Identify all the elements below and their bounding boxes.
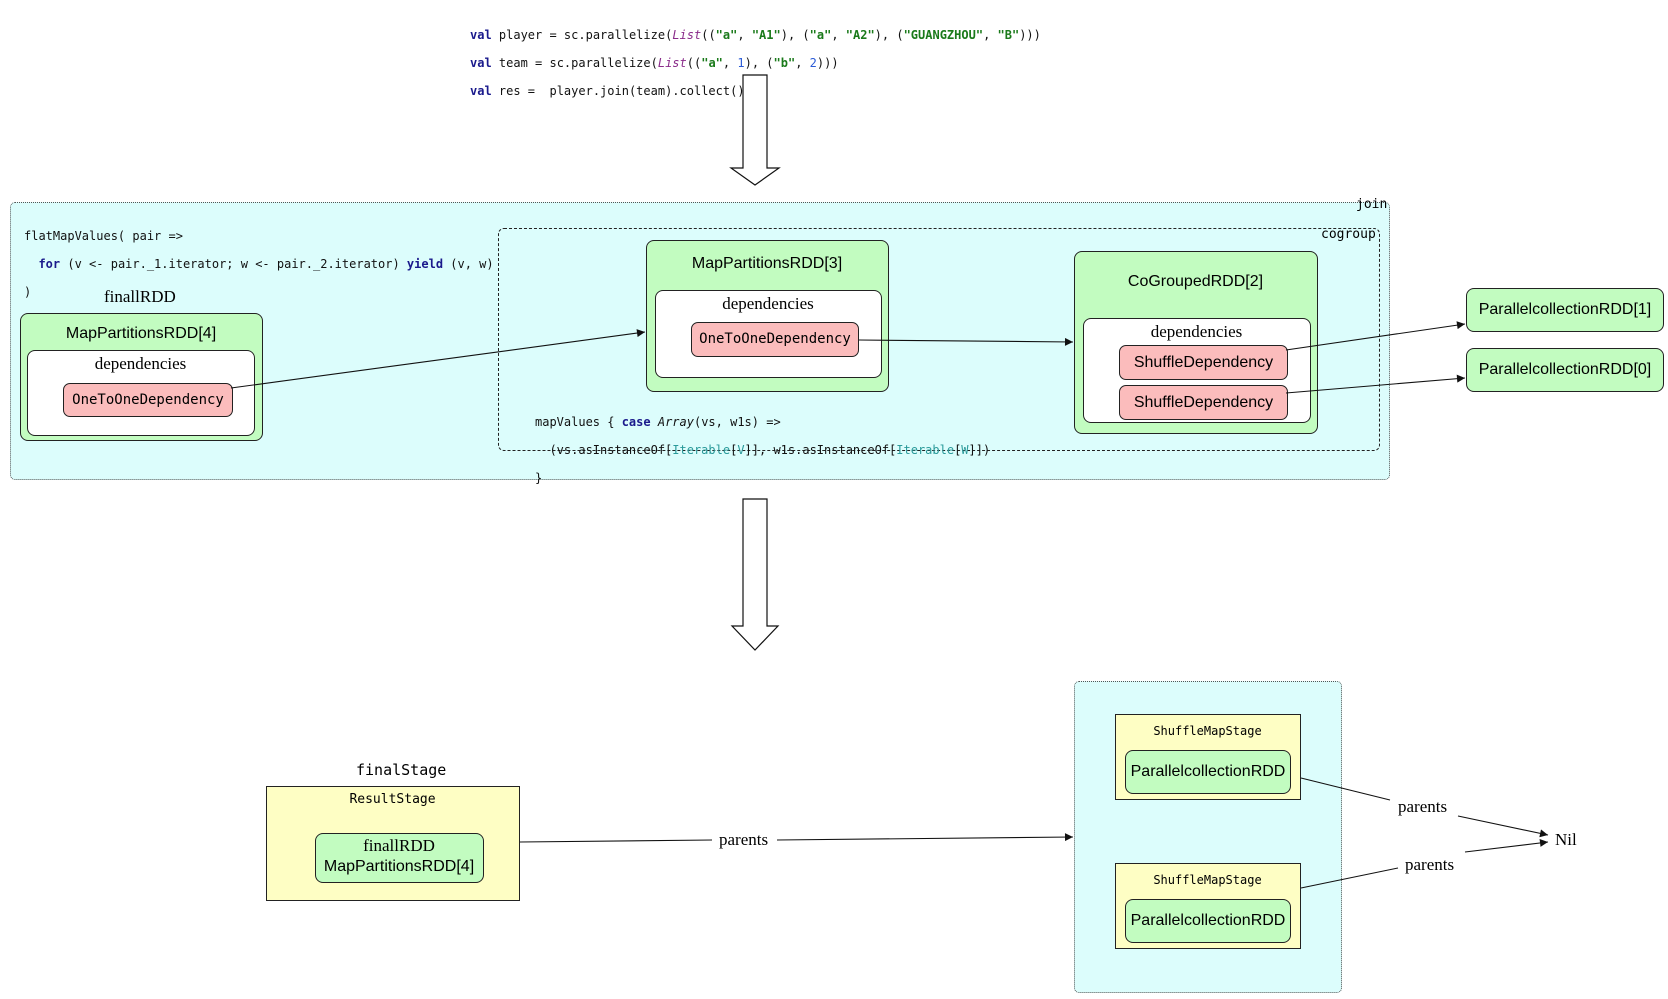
edge-stage2-to-nil-b <box>1464 838 1549 853</box>
edge-shuffle2-to-parallel0 <box>1285 374 1466 394</box>
result-stage: ResultStage finallRDD MapPartitionsRDD[4… <box>266 786 520 901</box>
final-stage-caption: finalStage <box>356 761 447 779</box>
flatmapvalues-code: flatMapValues( pair => for (v <- pair._1… <box>24 215 494 327</box>
rdd-2-title: CoGroupedRDD[2] <box>1127 273 1264 290</box>
flatmap-code-line-1: flatMapValues( pair => <box>24 229 183 243</box>
rdd-2-shuffle-dependency-1: ShuffleDependency <box>1119 345 1288 380</box>
shuffle-map-stage-1-rdd: ParallelcollectionRDD <box>1125 750 1291 794</box>
nil-node: Nil <box>1555 830 1577 849</box>
parents-label-stage-1: parents <box>1398 797 1448 816</box>
rdd-4-deps-label: dependencies <box>94 354 187 373</box>
edge-shuffle1-to-parallel1 <box>1285 321 1466 351</box>
rdd-4-one-to-one-dependency: OneToOneDependency <box>63 383 233 417</box>
parallel-collection-rdd-1: ParallelcollectionRDD[1] <box>1466 288 1664 332</box>
parents-label-result: parents <box>719 830 769 849</box>
rdd-2-dependencies: dependencies ShuffleDependency ShuffleDe… <box>1083 318 1311 423</box>
map-partitions-rdd-3: MapPartitionsRDD[3] dependencies OneToOn… <box>646 240 889 392</box>
edge-stage1-to-nil-b <box>1457 815 1549 838</box>
block-arrow-middle <box>730 498 780 651</box>
flatmap-code-line-2: for (v <- pair._1.iterator; w <- pair._2… <box>38 257 494 271</box>
rdd-4-dependencies: dependencies OneToOneDependency <box>27 350 255 436</box>
cogrouped-rdd-2: CoGroupedRDD[2] dependencies ShuffleDepe… <box>1074 251 1318 434</box>
result-stage-label: ResultStage <box>349 792 436 807</box>
flatmap-code-line-3: ) <box>24 285 32 299</box>
edge-result-to-parents-b <box>776 833 1074 842</box>
rdd-2-deps-label: dependencies <box>1150 322 1243 341</box>
shuffle-map-stage-2-label: ShuffleMapStage <box>1153 873 1262 887</box>
mapvalues-code-line-1: mapValues { case Array(vs, w1s) => <box>535 415 781 429</box>
join-label: join <box>1356 197 1388 212</box>
shuffle-map-stage-1: ShuffleMapStage ParallelcollectionRDD <box>1115 714 1301 800</box>
mapvalues-code-line-2: (vs.asInstanceOf[Iterable[V]], w1s.asIns… <box>535 443 991 457</box>
edge-result-to-parents-a <box>519 839 713 843</box>
code-line-team: val team = sc.parallelize(List(("a", 1),… <box>470 56 839 70</box>
result-stage-rdd: finallRDD MapPartitionsRDD[4] <box>315 833 484 883</box>
rdd-3-title: MapPartitionsRDD[3] <box>691 255 843 272</box>
parallel-collection-rdd-0: ParallelcollectionRDD[0] <box>1466 348 1664 392</box>
rdd-3-deps-label: dependencies <box>722 294 814 313</box>
shuffle-map-stage-2: ShuffleMapStage ParallelcollectionRDD <box>1115 863 1301 949</box>
rdd-2-shuffle-dependency-2: ShuffleDependency <box>1119 385 1288 420</box>
shuffle-map-stage-2-rdd: ParallelcollectionRDD <box>1125 899 1291 943</box>
map-partitions-rdd-4: MapPartitionsRDD[4] dependencies OneToOn… <box>20 313 263 441</box>
rdd-4-title: MapPartitionsRDD[4] <box>65 325 217 342</box>
edge-stage2-to-nil-a <box>1300 867 1399 889</box>
block-arrow-top <box>729 74 781 186</box>
parents-label-stage-2: parents <box>1405 855 1455 874</box>
mapvalues-code: mapValues { case Array(vs, w1s) => (vs.a… <box>535 401 990 513</box>
shuffle-map-stage-1-label: ShuffleMapStage <box>1153 724 1262 738</box>
code-line-res: val res = player.join(team).collect() <box>470 84 745 98</box>
edge-stage1-to-nil-a <box>1300 777 1391 801</box>
mapvalues-code-line-3: } <box>535 471 543 485</box>
top-code-snippet: val player = sc.parallelize(List(("a", "… <box>470 14 1041 126</box>
final-rdd-caption: finallRDD <box>104 287 176 306</box>
rdd-3-dependencies: dependencies OneToOneDependency <box>655 290 882 378</box>
result-stage-rdd-line-1: finallRDD <box>363 836 435 855</box>
edge-rdd3-to-rdd2 <box>858 337 1074 346</box>
edge-rdd4-to-rdd3 <box>230 329 646 389</box>
cogroup-label: cogroup <box>1321 227 1376 242</box>
rdd-3-one-to-one-dependency: OneToOneDependency <box>691 322 859 357</box>
code-line-player: val player = sc.parallelize(List(("a", "… <box>470 28 1041 42</box>
result-stage-rdd-line-2: MapPartitionsRDD[4] <box>323 858 475 875</box>
